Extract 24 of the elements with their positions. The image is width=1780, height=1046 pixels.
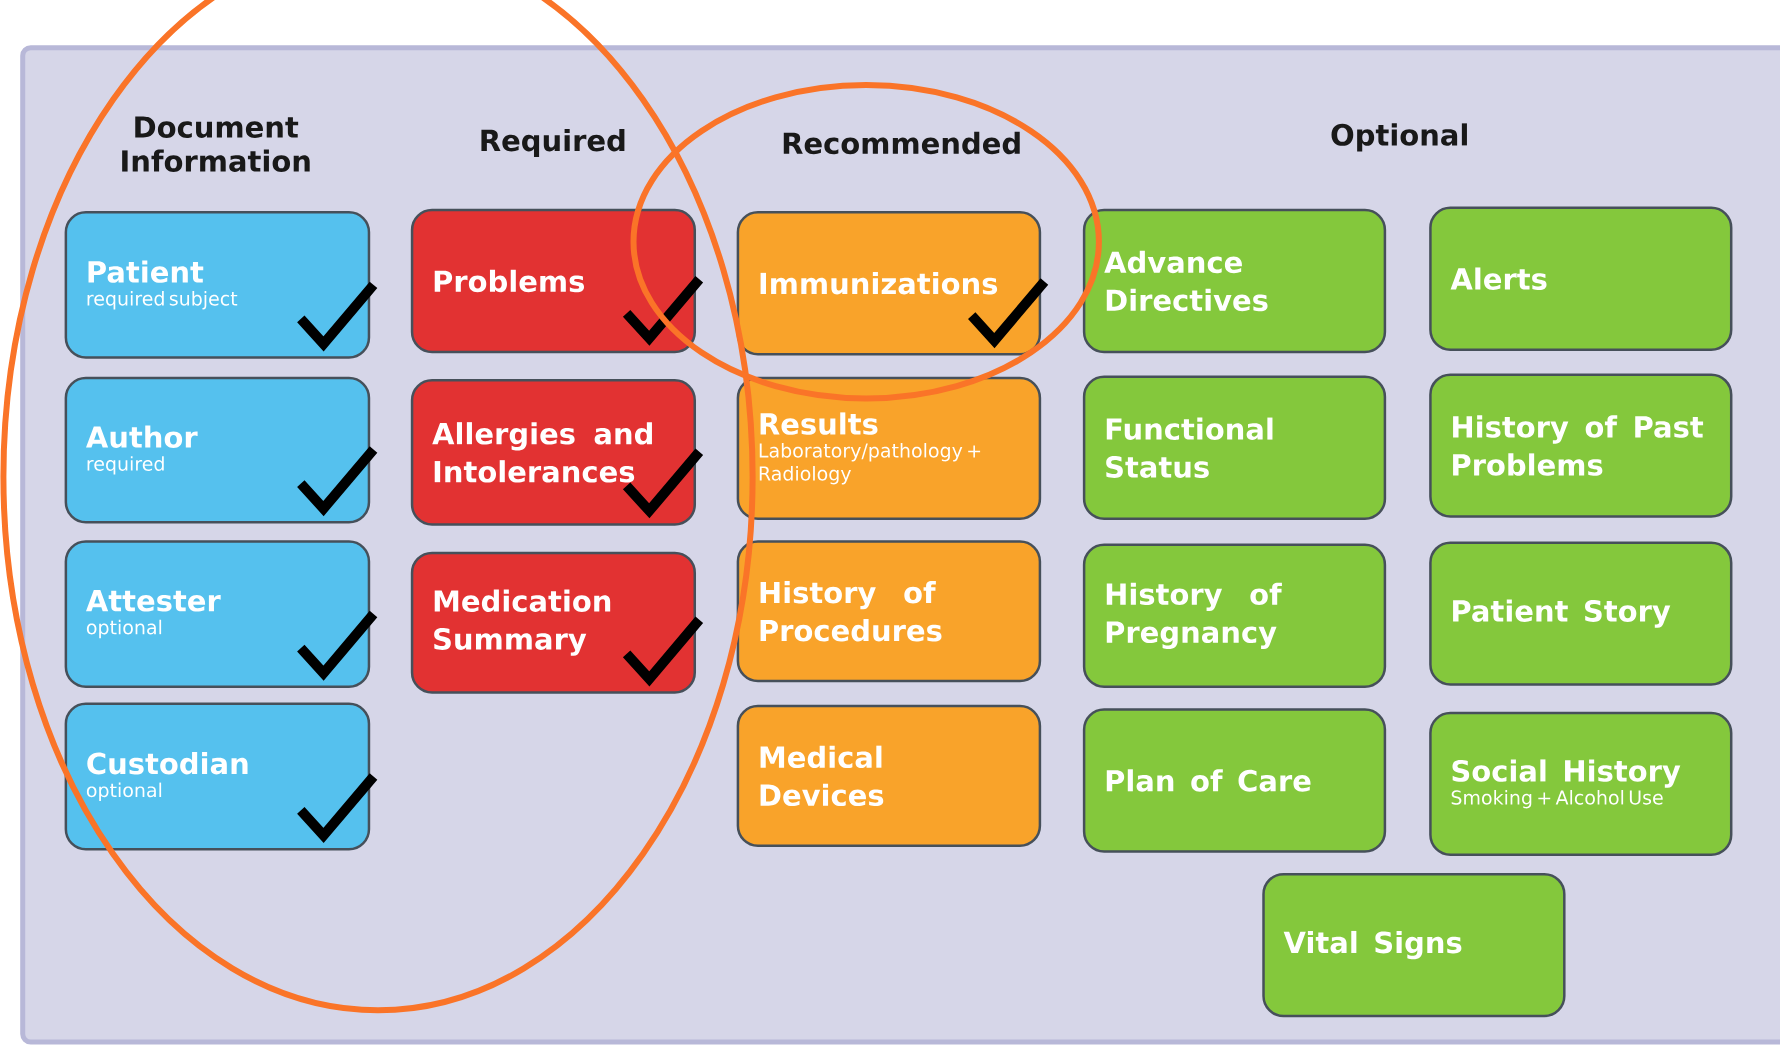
section-box: Social History Smoking + Alcohol Use — [1429, 711, 1733, 857]
column-heading: Required — [481, 128, 625, 157]
section-box: Vital Signs — [1262, 872, 1566, 1018]
section-box: Functional Status — [1082, 375, 1387, 520]
section-box: Immunizations — [736, 211, 1042, 356]
section-box: History of Procedures — [736, 540, 1042, 683]
section-box: Patient required subject — [64, 211, 371, 359]
section-box: Alerts — [1429, 206, 1733, 351]
column-heading: Recommended — [783, 131, 1020, 155]
section-box: Patient Story — [1429, 541, 1733, 686]
section-box: Results Laboratory/pathology + Radiology — [736, 376, 1042, 521]
section-box: Allergies and Intolerances — [410, 379, 696, 526]
section-box: Medical Devices — [736, 704, 1042, 847]
section-box: Advance Directives — [1082, 208, 1387, 354]
section-box: History of Pregnancy — [1082, 543, 1387, 688]
column-heading: Optional — [1331, 123, 1467, 152]
column-heading: Document Information — [122, 116, 310, 172]
section-box: Attester optional — [64, 540, 371, 688]
section-box: Plan of Care — [1082, 708, 1387, 853]
section-box: Custodian optional — [64, 702, 371, 851]
section-box: Author required — [64, 376, 371, 524]
section-box: Medication Summary — [410, 551, 696, 694]
section-box: Problems — [410, 208, 696, 354]
section-box: History of Past Problems — [1429, 373, 1733, 518]
